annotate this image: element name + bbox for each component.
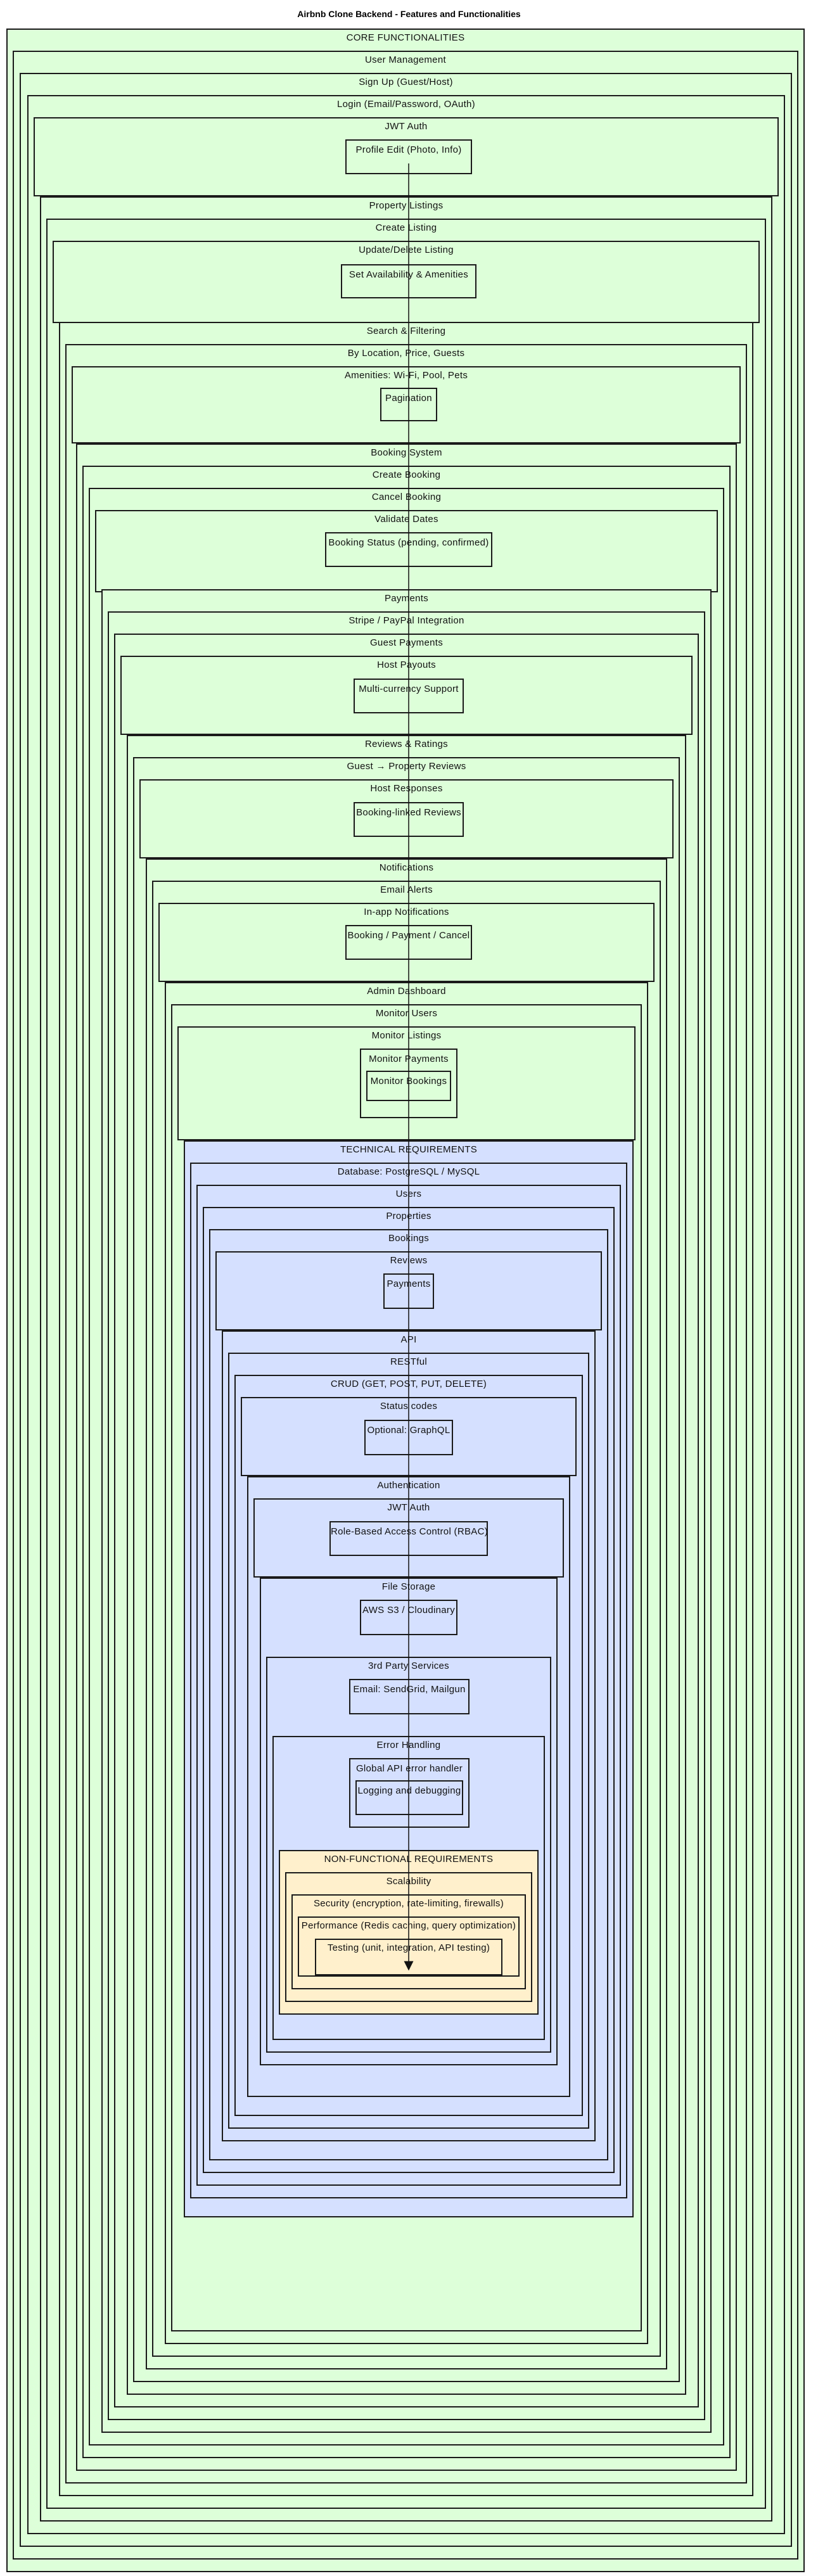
monitor-listings-box: Monitor Listings <box>177 1026 636 1140</box>
host-payouts-box: Host Payouts <box>120 656 693 735</box>
property-listings-label: Property Listings <box>369 200 444 211</box>
guest-property-reviews-label: Guest → Property Reviews <box>347 761 466 772</box>
in-app-notifications-label: In-app Notifications <box>364 907 449 917</box>
booking-system-label: Booking System <box>371 447 442 458</box>
notifications-label: Notifications <box>379 862 434 873</box>
rbac-label: Role-Based Access Control (RBAC) <box>331 1526 489 1537</box>
by-location-label: By Location, Price, Guests <box>347 348 465 359</box>
reviews-ratings-label: Reviews & Ratings <box>365 739 448 749</box>
email-alerts-label: Email Alerts <box>380 884 433 895</box>
monitor-listings-label: Monitor Listings <box>371 1030 442 1041</box>
validate-dates-label: Validate Dates <box>374 514 438 525</box>
payments-label: Payments <box>384 593 429 604</box>
search-filtering-label: Search & Filtering <box>366 326 446 336</box>
host-payouts-label: Host Payouts <box>377 660 436 670</box>
user-management-label: User Management <box>365 54 446 65</box>
jwt-auth-user-label: JWT Auth <box>385 121 428 132</box>
monitor-users-label: Monitor Users <box>375 1008 438 1019</box>
update-delete-listing-label: Update/Delete Listing <box>359 245 454 255</box>
stripe-paypal-label: Stripe / PayPal Integration <box>348 615 464 626</box>
amenities-filter-box: Amenities: Wi-Fi, Pool, Pets <box>72 366 741 443</box>
jwt-auth-user-box: JWT Auth <box>34 117 779 196</box>
host-responses-label: Host Responses <box>370 783 443 794</box>
in-app-notifications-box: In-app Notifications <box>158 903 655 982</box>
login-label: Login (Email/Password, OAuth) <box>337 99 475 110</box>
logging-label: Logging and debugging <box>357 1785 461 1796</box>
diagram-title: Airbnb Clone Backend - Features and Func… <box>297 9 521 19</box>
core-functionalities-label: CORE FUNCTIONALITIES <box>346 32 465 43</box>
logging-box: Logging and debugging <box>355 1780 463 1815</box>
email-services-label: Email: SendGrid, Mailgun <box>353 1684 466 1695</box>
sign-up-label: Sign Up (Guest/Host) <box>359 77 453 87</box>
cancel-booking-label: Cancel Booking <box>371 492 442 502</box>
guest-payments-label: Guest Payments <box>369 637 444 648</box>
admin-dashboard-label: Admin Dashboard <box>367 986 446 997</box>
host-responses-box: Host Responses <box>139 779 674 858</box>
email-services-box: Email: SendGrid, Mailgun <box>349 1679 470 1714</box>
amenities-filter-label: Amenities: Wi-Fi, Pool, Pets <box>344 370 468 381</box>
create-listing-label: Create Listing <box>375 222 437 233</box>
profile-edit-label: Profile Edit (Photo, Info) <box>355 144 462 155</box>
global-error-handler-box: Global API error handler <box>349 1758 470 1828</box>
global-error-handler-label: Global API error handler <box>355 1763 463 1774</box>
create-booking-label: Create Booking <box>372 469 441 480</box>
validate-dates-box: Validate Dates <box>95 510 718 592</box>
